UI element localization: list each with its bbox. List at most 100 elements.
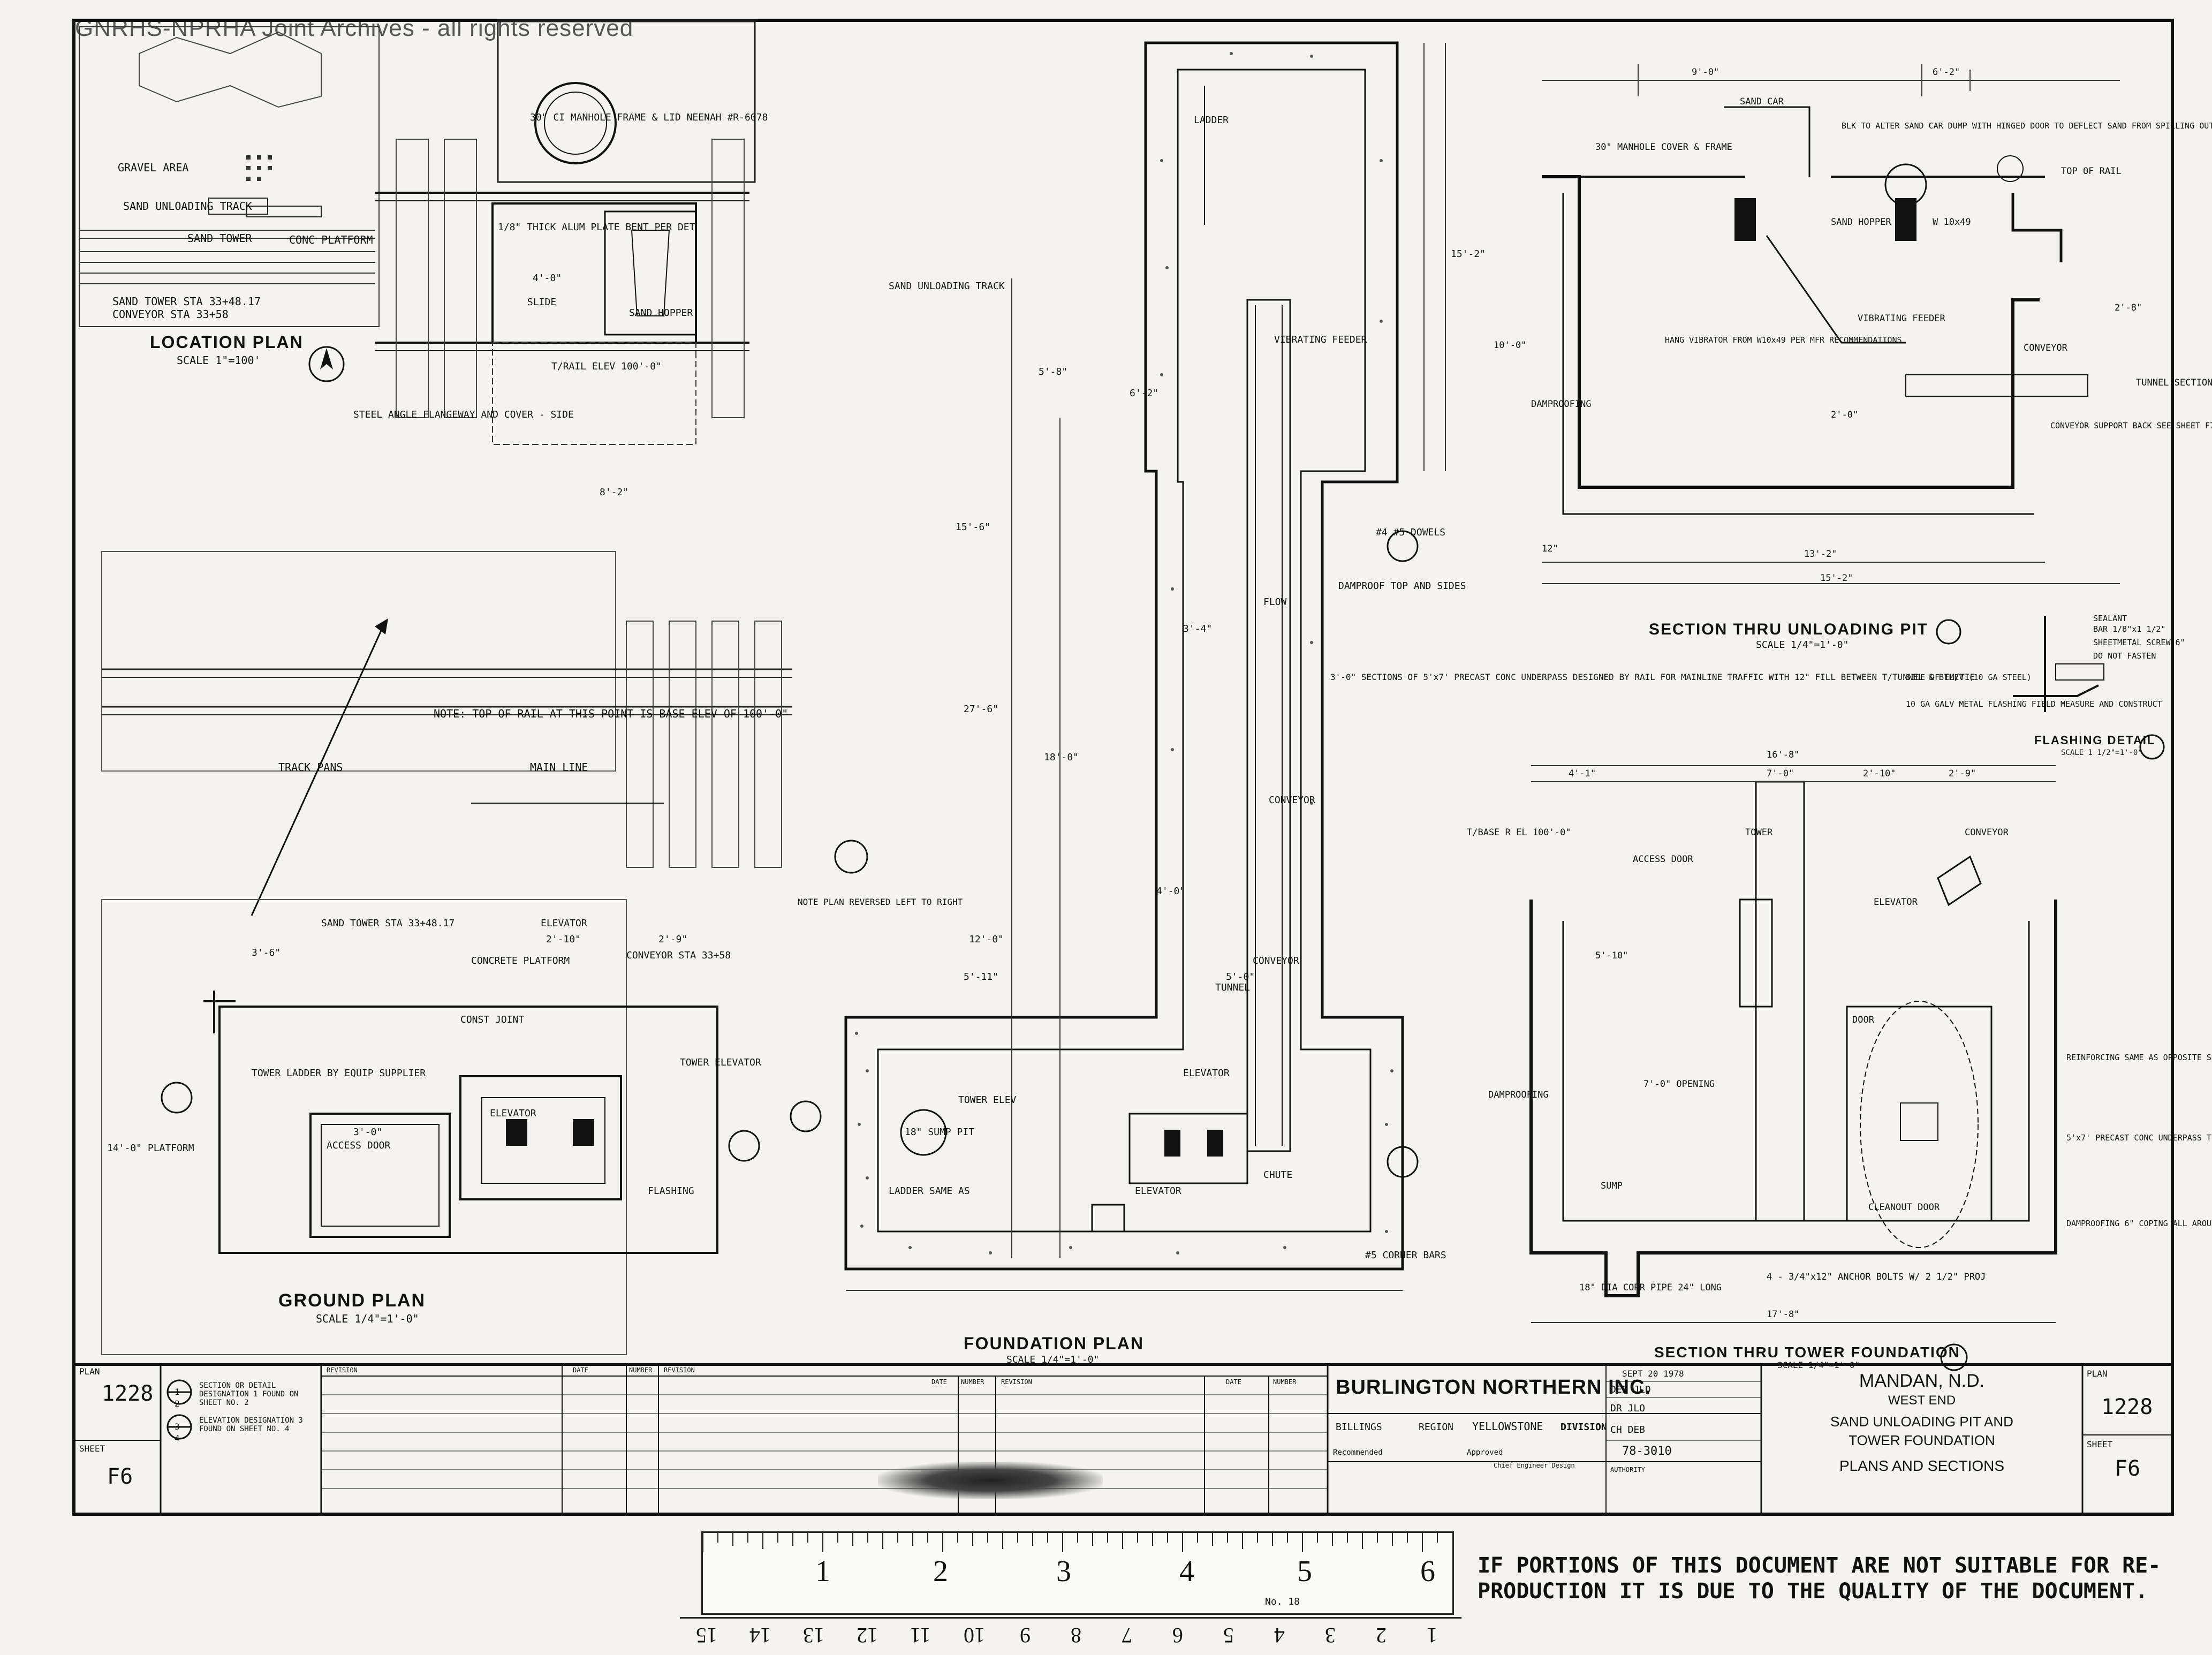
metric-mark-14: 14: [749, 1623, 771, 1648]
pit-label-8: 8'-2": [600, 487, 628, 498]
found-label-9: 18" SUMP PIT: [905, 1127, 974, 1138]
pit-sec-label-3: TOP OF RAIL: [2061, 166, 2122, 177]
plan-number: 1228: [102, 1381, 154, 1406]
track-label-2: NOTE: TOP OF RAIL AT THIS POINT IS BASE …: [434, 707, 788, 720]
found-label-15: #4 #5 DOWELS: [1376, 527, 1445, 538]
foundation-plan-title: FOUNDATION PLAN: [964, 1334, 1144, 1353]
loc-label-2: SAND TOWER: [187, 232, 252, 245]
metric-mark-13: 13: [803, 1623, 824, 1648]
scan-smudge: [878, 1462, 1103, 1499]
pit-label-0: 30" CI MANHOLE FRAME & LID NEENAH #R-607…: [530, 112, 768, 123]
found-label-4: TUNNEL: [1215, 982, 1250, 993]
legend-1-text: SECTION OR DETAIL DESIGNATION 1 FOUND ON…: [199, 1381, 299, 1407]
ground-plan-view: [101, 899, 760, 1355]
sheet-label: SHEET: [79, 1444, 105, 1454]
tower-sec-label-2: CONVEYOR: [1965, 827, 2009, 838]
pit-label-6: SAND UNLOADING TRACK: [889, 281, 1005, 292]
pit-sec-label-8: CONVEYOR: [2024, 343, 2068, 353]
ground-label-6: ELEVATOR: [490, 1108, 536, 1119]
metric-mark-4: 4: [1274, 1623, 1285, 1648]
pit-sec-label-1: BLK TO ALTER SAND CAR DUMP WITH HINGED D…: [1842, 121, 2212, 131]
found-label-12: DAMPROOF TOP AND SIDES: [1338, 580, 1466, 592]
rev-header-2: REVISION: [664, 1366, 695, 1374]
ground-label-12: 2'-10": [546, 934, 581, 945]
flash-label-2: SHEETMETAL SCREW 6": [2093, 638, 2185, 647]
rev-header-3: REVISION: [1001, 1378, 1032, 1386]
found-label-5: CONVEYOR: [1253, 955, 1299, 966]
pit-label-1: 1/8" THICK ALUM PLATE BENT PER DET: [498, 222, 695, 233]
region-label: REGION: [1419, 1422, 1454, 1433]
metric-mark-1: 1: [1427, 1623, 1437, 1648]
section-tower-foundation-view: [1529, 765, 2057, 1371]
pit-sec-label-5: W 10x49: [1933, 217, 1971, 228]
ground-label-5: ACCESS DOOR: [327, 1140, 390, 1151]
region-value: YELLOWSTONE: [1472, 1420, 1543, 1433]
tower-sec-label-1: TOWER: [1745, 827, 1773, 838]
ground-label-1: ELEVATOR: [541, 918, 587, 929]
found-label-21: 15'-2": [1451, 248, 1486, 260]
ground-label-4: CONST JOINT: [460, 1014, 524, 1025]
foundation-plan-view: [790, 41, 1446, 1291]
track-label-1: MAIN LINE: [530, 761, 588, 774]
pit-sec-label-15: 13'-2": [1804, 549, 1837, 560]
plan-label-right: PLAN: [2087, 1369, 2108, 1379]
pit-label-3: SAND HOPPER: [629, 307, 693, 319]
project-desc-1: SAND UNLOADING PIT AND: [1830, 1414, 2013, 1430]
pit-sec-label-6: VIBRATING FEEDER: [1858, 313, 1946, 324]
found-label-16: 27'-6": [964, 704, 998, 715]
found-label-23: 5'-11": [964, 971, 998, 983]
pit-label-2: SLIDE: [527, 297, 556, 308]
legend-2-text: ELEVATION DESIGNATION 3 FOUND ON SHEET N…: [199, 1416, 303, 1433]
metric-mark-6: 6: [1172, 1623, 1183, 1648]
ground-label-8: FLASHING: [648, 1185, 694, 1197]
loc-label-3: CONC PLATFORM: [289, 233, 373, 246]
loc-label-4: SAND TOWER STA 33+48.17: [112, 295, 261, 308]
metric-mark-12: 12: [857, 1623, 878, 1648]
flashing-detail-scale: SCALE 1 1/2"=1'-0": [2061, 749, 2142, 757]
section-pit-scale: SCALE 1/4"=1'-0": [1756, 639, 1849, 651]
foundation-plan-scale: SCALE 1/4"=1'-0": [1006, 1354, 1099, 1365]
pit-sec-label-18: 2'-8": [2115, 303, 2142, 313]
ruler-mark-3: 3: [1056, 1555, 1071, 1588]
authority-number: 78-3010: [1622, 1445, 1672, 1458]
ground-label-0: SAND TOWER STA 33+48.17: [321, 918, 454, 929]
pit-sec-label-0: SAND CAR: [1740, 96, 1784, 107]
designer: DES JLD: [1610, 1384, 1651, 1395]
ground-label-9: TOWER ELEVATOR: [680, 1057, 761, 1068]
ruler-mark-4: 4: [1179, 1555, 1194, 1588]
sheet-label-right: SHEET: [2087, 1439, 2113, 1449]
ruler-mark-1: 1: [815, 1555, 830, 1588]
pit-sec-label-12: 9'-0": [1692, 67, 1719, 78]
found-label-3: FLOW: [1263, 596, 1287, 608]
track-area-view: [101, 551, 868, 916]
track-label-0: TRACK PANS: [278, 761, 343, 774]
pit-sec-label-17: 12": [1542, 543, 1558, 554]
ground-label-14: 3'-0": [353, 1127, 382, 1138]
tower-sec-label-16: 4'-1": [1569, 768, 1596, 779]
ruler-ticks: [703, 1533, 1438, 1552]
ruler-label: No. 18: [1265, 1596, 1300, 1607]
tower-sec-label-18: 2'-9": [1949, 768, 1976, 779]
tower-sec-label-12: 18" DIA CORR PIPE 24" LONG: [1579, 1282, 1722, 1293]
division-label: DIVISION: [1560, 1422, 1607, 1433]
tower-sec-label-14: 16'-8": [1767, 750, 1799, 760]
found-label-26: 3'-4": [1183, 623, 1212, 634]
metric-mark-2: 2: [1376, 1623, 1387, 1648]
ruler-mark-6: 6: [1420, 1555, 1435, 1588]
authority-label: AUTHORITY: [1610, 1466, 1646, 1473]
tower-sec-label-8: DAMPROOFING: [1488, 1090, 1549, 1100]
billings-label: BILLINGS: [1336, 1422, 1382, 1433]
found-label-19: 5'-8": [1039, 366, 1067, 377]
location-plan-view: [79, 26, 380, 382]
chief-engineer-label: Chief Engineer Design: [1494, 1462, 1575, 1469]
loc-label-0: GRAVEL AREA: [118, 161, 188, 174]
checker: CH DEB: [1610, 1424, 1646, 1435]
flash-label-1: BAR 1/8"x1 1/2": [2093, 624, 2165, 634]
flash-label-5: 10 GA GALV METAL FLASHING FIELD MEASURE …: [1906, 699, 2162, 709]
tower-sec-label-10: 5'x7' PRECAST CONC UNDERPASS TUNNEL FOR …: [2066, 1133, 2212, 1143]
rev-date-2: DATE: [931, 1378, 947, 1386]
ground-label-10: 14'-0" PLATFORM: [107, 1143, 194, 1154]
project-desc-2: TOWER FOUNDATION: [1849, 1432, 1995, 1448]
ground-label-3: CONCRETE PLATFORM: [471, 955, 570, 966]
tower-sec-label-20: 5'-10": [1595, 950, 1628, 961]
